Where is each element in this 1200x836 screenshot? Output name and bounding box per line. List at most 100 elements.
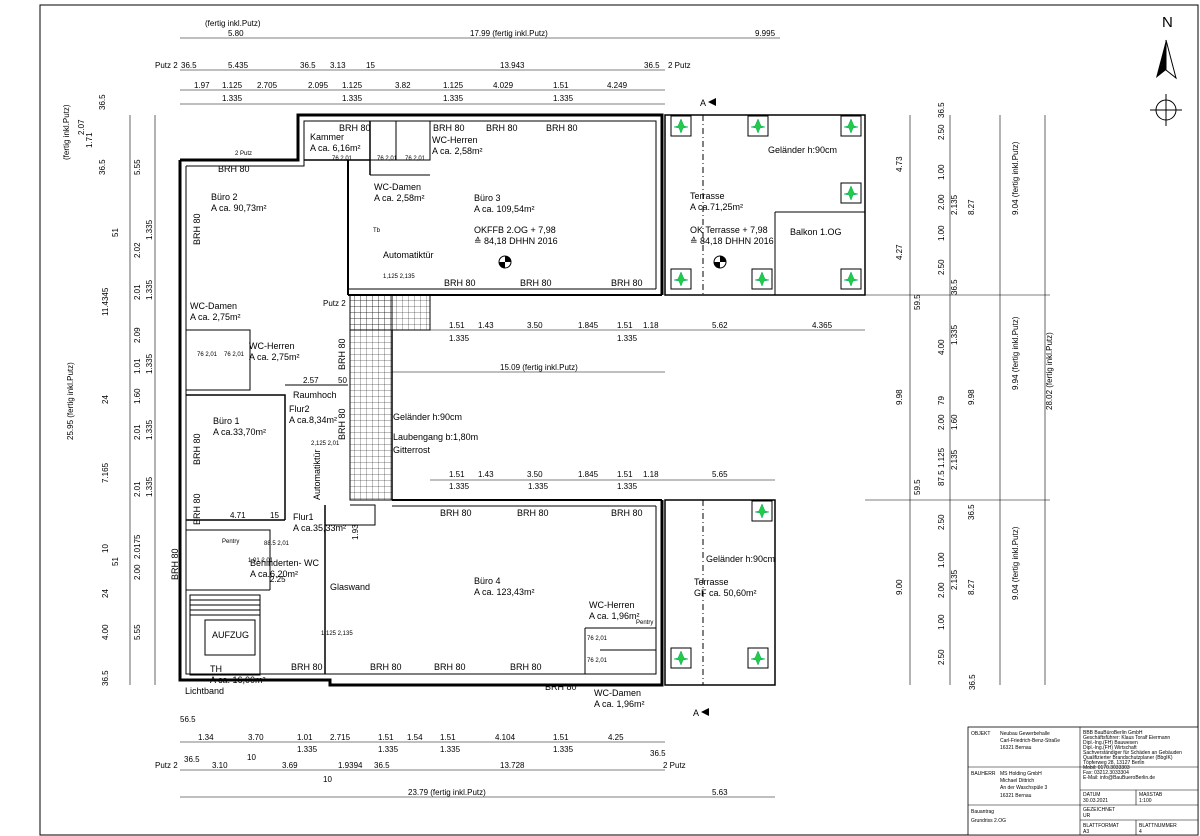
svg-text:1.335: 1.335 (222, 94, 243, 103)
tb-office-line: BBB BauBüroBerlin GmbH (1083, 730, 1143, 736)
tb-office-line: Fax: 03212.3033304 (1083, 770, 1129, 776)
svg-text:1.335: 1.335 (553, 94, 574, 103)
svg-text:1.335: 1.335 (378, 745, 399, 754)
label-automatiktuer-1: Automatiktür (383, 250, 434, 260)
svg-text:10: 10 (247, 753, 256, 762)
planters (670, 115, 862, 669)
label-putz2-bottom: Putz 2 (155, 761, 178, 770)
svg-text:10: 10 (323, 775, 332, 784)
stair-and-elevator (189, 594, 261, 676)
brh-label: BRH 80 (611, 508, 643, 518)
tb-bauantrag: Bauantrag (971, 809, 994, 815)
room-area: A ca. 123,43m² (474, 587, 535, 597)
dim-fertig-left: (fertig inkl.Putz) (205, 19, 261, 28)
dim-total-bottom: 23.79 (fertig inkl.Putz) (408, 788, 486, 797)
section-mark-top: A (700, 98, 706, 108)
dim-right-b: 79 (937, 396, 946, 405)
label-aufzug: AUFZUG (212, 630, 249, 640)
dim-left-total: 25.95 (fertig inkl.Putz) (66, 362, 75, 440)
dim-right-b: 2.50 (937, 259, 946, 275)
dim-9995: 9.995 (755, 29, 776, 38)
dim-right-b: 87.5 (937, 470, 946, 486)
label-raumhoch: Raumhoch (293, 390, 337, 400)
planter-icon (840, 268, 862, 290)
dim-row-bottom-1: 1.34 3.70 1.01 2.715 1.51 1.54 1.51 4.10… (198, 733, 624, 754)
tb-objekt-label: OBJEKT (971, 731, 990, 737)
label-pentry-2: Pentry (636, 620, 653, 626)
tb-gezeichnet: UR (1083, 813, 1091, 819)
label-putz2-bottomright: 2 Putz (663, 761, 686, 770)
room-name: Terrasse (694, 577, 729, 587)
room-area: A ca. 109,54m² (474, 204, 535, 214)
svg-text:3.13: 3.13 (330, 61, 346, 70)
svg-text:5.65: 5.65 (712, 470, 728, 479)
brh-label: BRH 80 (486, 123, 518, 133)
dim-right-a: 4.73 (895, 156, 904, 172)
tb-bauherr-4: 16321 Bernau (1000, 793, 1032, 799)
dim-total-15: 15.09 (fertig inkl.Putz) (500, 363, 578, 372)
brh-label: BRH 80 (370, 662, 402, 672)
dim-right-d: 9.04 (fertig inkl.Putz) (1011, 141, 1020, 215)
svg-text:1.51: 1.51 (617, 470, 633, 479)
svg-text:1.335: 1.335 (297, 745, 318, 754)
brh-label: BRH 80 (520, 278, 552, 288)
label-okffb: OKFFB 2.OG + 7,98 (474, 225, 556, 235)
tb-bauherr-1: MS Holding GmbH (1000, 771, 1042, 777)
dim-right-a: 9.98 (895, 389, 904, 405)
dim-left-value: 36.5 (101, 670, 110, 686)
label-putz2-top: Putz 2 (155, 61, 178, 70)
tb-blattformat: A3 (1083, 829, 1089, 835)
dim-left-value: 2.01 (133, 481, 142, 497)
dim-225: 2.25 (270, 575, 286, 584)
dim-left-value: 2.01 (133, 284, 142, 300)
room-name: TH (210, 664, 222, 674)
dim-right-c: 8.27 (967, 579, 976, 595)
brh-label: BRH 80 (510, 662, 542, 672)
room-name: Büro 3 (474, 193, 501, 203)
dim-right-a: 59.5 (913, 479, 922, 495)
brh-label: BRH 80 (517, 508, 549, 518)
svg-text:1.9394: 1.9394 (338, 761, 363, 770)
tb-office-line: Sachverständiger für Schäden an Gebäuden (1083, 750, 1182, 756)
terrace-bottom (664, 499, 776, 686)
dim-565: 56.5 (180, 715, 196, 724)
door-label: 76 2,01 (197, 352, 218, 358)
svg-text:3.10: 3.10 (212, 761, 228, 770)
svg-text:1.335: 1.335 (449, 482, 470, 491)
dimension-lines (129, 37, 1050, 798)
room-area: A ca. 1,96m² (589, 611, 640, 621)
brh-labels: BRH 80 BRH 80 BRH 80 BRH 80 BRH 80 BRH 80 BRH … (170, 123, 643, 692)
dim-right-c: 8.27 (967, 199, 976, 215)
tb-office-line: E-Mail: info@BauBueroBerlin.de (1083, 775, 1155, 781)
tb-datum: 30.03.2021 (1083, 798, 1108, 804)
dim-left-value: 5.55 (133, 159, 142, 175)
label-dhhn-2: ≙ 84,18 DHHN 2016 (690, 236, 774, 246)
dim-row-mid-a: 1.51 1.43 3.50 1.845 1.51 1.18 5.62 4.36… (449, 321, 833, 372)
tb-datum-label: DATUM (1083, 792, 1100, 798)
door-label: 88.5 2,01 (264, 541, 290, 547)
dim-left-value: 36.5 (98, 159, 107, 175)
dim-right-c: 36.5 (967, 504, 976, 520)
dim-left-value: 51 (111, 228, 120, 237)
dim-left-value: 1.335 (145, 476, 154, 497)
title-block: OBJEKT Neubau Gewerbehalle Carl-Friedric… (967, 726, 1199, 836)
room-name: Kammer (310, 132, 344, 142)
dim-right-a: 9.00 (895, 579, 904, 595)
brh-label: BRH 80 (192, 433, 202, 465)
dim-left-value: 7.165 (101, 462, 110, 483)
brh-label: BRH 80 (337, 338, 347, 370)
room-name: WC-Herren (589, 600, 635, 610)
dim-left-value: 2.02 (133, 242, 142, 258)
dim-left-value: 1.60 (133, 388, 142, 404)
room-area: GF ca. 50,60m² (694, 588, 757, 598)
svg-text:1.335: 1.335 (342, 94, 363, 103)
tb-massstab-label: MAßSTAB (1139, 792, 1163, 798)
brh-label: BRH 80 (546, 123, 578, 133)
dim-left-value: 1.335 (145, 419, 154, 440)
svg-text:36.5: 36.5 (374, 761, 390, 770)
dim-right-e: 28.02 (fertig inkl.Putz) (1045, 332, 1054, 410)
label-gelaender-top: Geländer h:90cm (768, 145, 837, 155)
room-name: Büro 2 (211, 192, 238, 202)
tb-bauherr-label: BAUHERR (971, 771, 996, 777)
